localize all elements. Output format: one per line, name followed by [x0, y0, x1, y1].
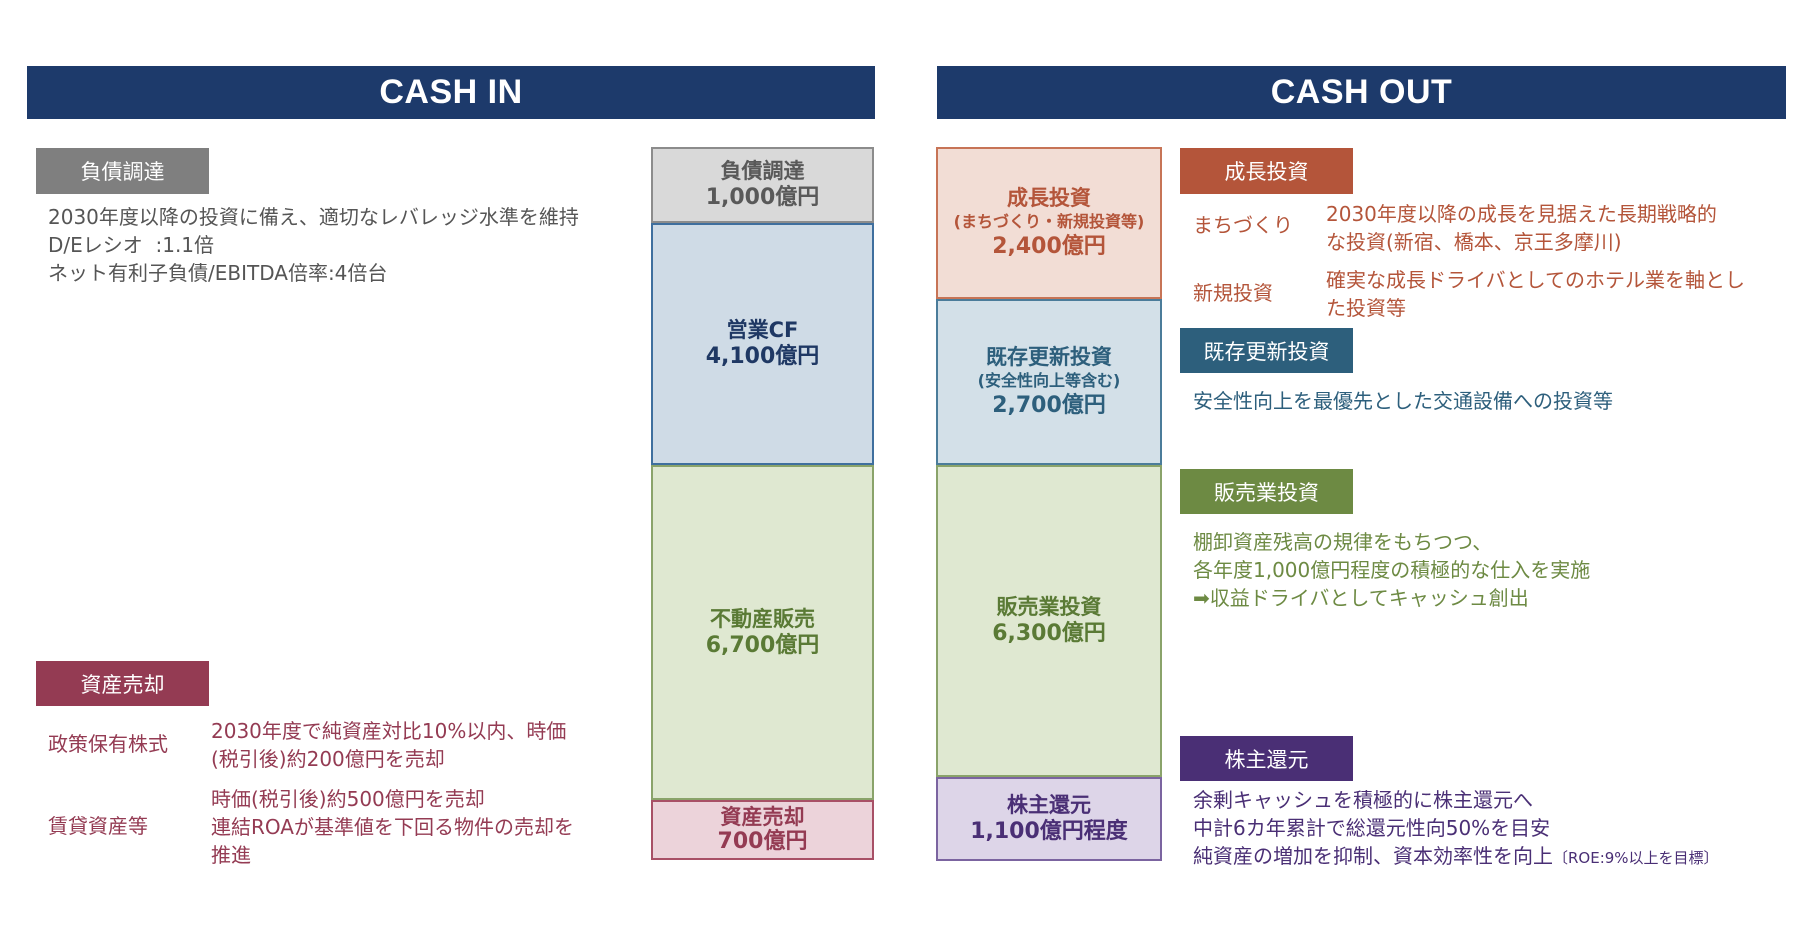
growth-row-label: まちづくり: [1193, 213, 1293, 237]
growth-line: 2030年度以降の成長を見据えた長期戦略的: [1326, 202, 1717, 226]
growth-row-text: 2030年度以降の成長を見据えた長期戦略的 な投資(新宿、橋本、京王多摩川): [1326, 200, 1786, 256]
growth-line: た投資等: [1326, 296, 1406, 320]
sales-tag: 販売業投資: [1180, 469, 1353, 514]
shareholder-description: 余剰キャッシュを積極的に株主還元へ 中計6カ年累計で総還元性向50%を目安 純資…: [1193, 786, 1793, 872]
shareholder-line: 中計6カ年累計で総還元性向50%を目安: [1193, 816, 1551, 840]
sales-description: 棚卸資産残高の規律をもちつつ、 各年度1,000億円程度の積極的な仕入を実施 ➡…: [1193, 528, 1773, 612]
asset-sale-row-label: 賃貸資産等: [48, 814, 148, 838]
asset-sale-tag-label: 資産売却: [80, 672, 165, 697]
growth-tag-label: 成長投資: [1224, 160, 1309, 184]
renewal-tag: 既存更新投資: [1180, 328, 1353, 373]
shareholder-roe-note: 〔ROE:9%以上を目標〕: [1553, 849, 1719, 867]
shareholder-last-line: 純資産の増加を抑制、資本効率性を向上: [1193, 844, 1553, 868]
cash-in-header-label: CASH IN: [379, 73, 523, 111]
shareholder-line: 純資産の増加を抑制、資本効率性を向上〔ROE:9%以上を目標〕: [1193, 842, 1793, 872]
asset-sale-row-text: 2030年度で純資産対比10%以内、時価 (税引後)約200億円を売却: [211, 717, 641, 773]
asset-sale-row-label: 政策保有株式: [48, 732, 168, 756]
asset-sale-line: 時価(税引後)約500億円を売却: [211, 787, 485, 811]
debt-tag: 負債調達: [36, 148, 209, 194]
sales-tag-label: 販売業投資: [1214, 480, 1319, 505]
cash-in-block-real-estate-sales: 不動産販売 6,700億円: [651, 465, 874, 800]
growth-row-text: 確実な成長ドライバとしてのホテル業を軸とし た投資等: [1326, 266, 1786, 322]
cash-out-header-label: CASH OUT: [1270, 73, 1453, 111]
cash-in-block-debt: 負債調達 1,000億円: [651, 147, 874, 223]
sales-line: 棚卸資産残高の規律をもちつつ、: [1193, 530, 1493, 554]
debt-line: D/Eレシオ :1.1倍: [48, 233, 215, 257]
renewal-tag-label: 既存更新投資: [1203, 339, 1330, 364]
cash-out-block-shareholder: 株主還元 1,100億円程度: [936, 777, 1162, 861]
sales-line: ➡収益ドライバとしてキャッシュ創出: [1193, 586, 1529, 610]
cash-in-block-asset-sale: 資産売却 700億円: [651, 800, 874, 860]
asset-sale-row-text: 時価(税引後)約500億円を売却 連結ROAが基準値を下回る物件の売却を 推進: [211, 785, 641, 869]
asset-sale-line: (税引後)約200億円を売却: [211, 747, 445, 771]
shareholder-tag: 株主還元: [1180, 736, 1353, 781]
cash-in-block-operating-cf: 営業CF 4,100億円: [651, 223, 874, 465]
asset-sale-line: 推進: [211, 843, 251, 867]
debt-description: 2030年度以降の投資に備え、適切なレバレッジ水準を維持 D/Eレシオ :1.1…: [48, 203, 648, 287]
asset-sale-line: 2030年度で純資産対比10%以内、時価: [211, 719, 567, 743]
debt-line: 2030年度以降の投資に備え、適切なレバレッジ水準を維持: [48, 205, 579, 229]
cash-out-block-renewal: 既存更新投資 (安全性向上等含む) 2,700億円: [936, 299, 1162, 465]
sales-line: 各年度1,000億円程度の積極的な仕入を実施: [1193, 558, 1591, 582]
asset-sale-tag: 資産売却: [36, 661, 209, 706]
debt-line: ネット有利子負債/EBITDA倍率:4倍台: [48, 261, 388, 285]
asset-sale-line: 連結ROAが基準値を下回る物件の売却を: [211, 815, 574, 839]
debt-tag-label: 負債調達: [80, 160, 165, 184]
cash-out-block-sales: 販売業投資 6,300億円: [936, 465, 1162, 777]
renewal-description: 安全性向上を最優先とした交通設備への投資等: [1193, 389, 1613, 413]
growth-line: な投資(新宿、橋本、京王多摩川): [1326, 230, 1622, 254]
growth-tag: 成長投資: [1180, 148, 1353, 194]
shareholder-line: 余剰キャッシュを積極的に株主還元へ: [1193, 788, 1533, 812]
cash-out-block-growth: 成長投資 (まちづくり・新規投資等) 2,400億円: [936, 147, 1162, 299]
growth-line: 確実な成長ドライバとしてのホテル業を軸とし: [1326, 268, 1745, 292]
cash-out-header: CASH OUT: [937, 66, 1786, 119]
cash-in-header: CASH IN: [27, 66, 875, 119]
shareholder-tag-label: 株主還元: [1224, 747, 1309, 772]
growth-row-label: 新規投資: [1193, 281, 1273, 305]
